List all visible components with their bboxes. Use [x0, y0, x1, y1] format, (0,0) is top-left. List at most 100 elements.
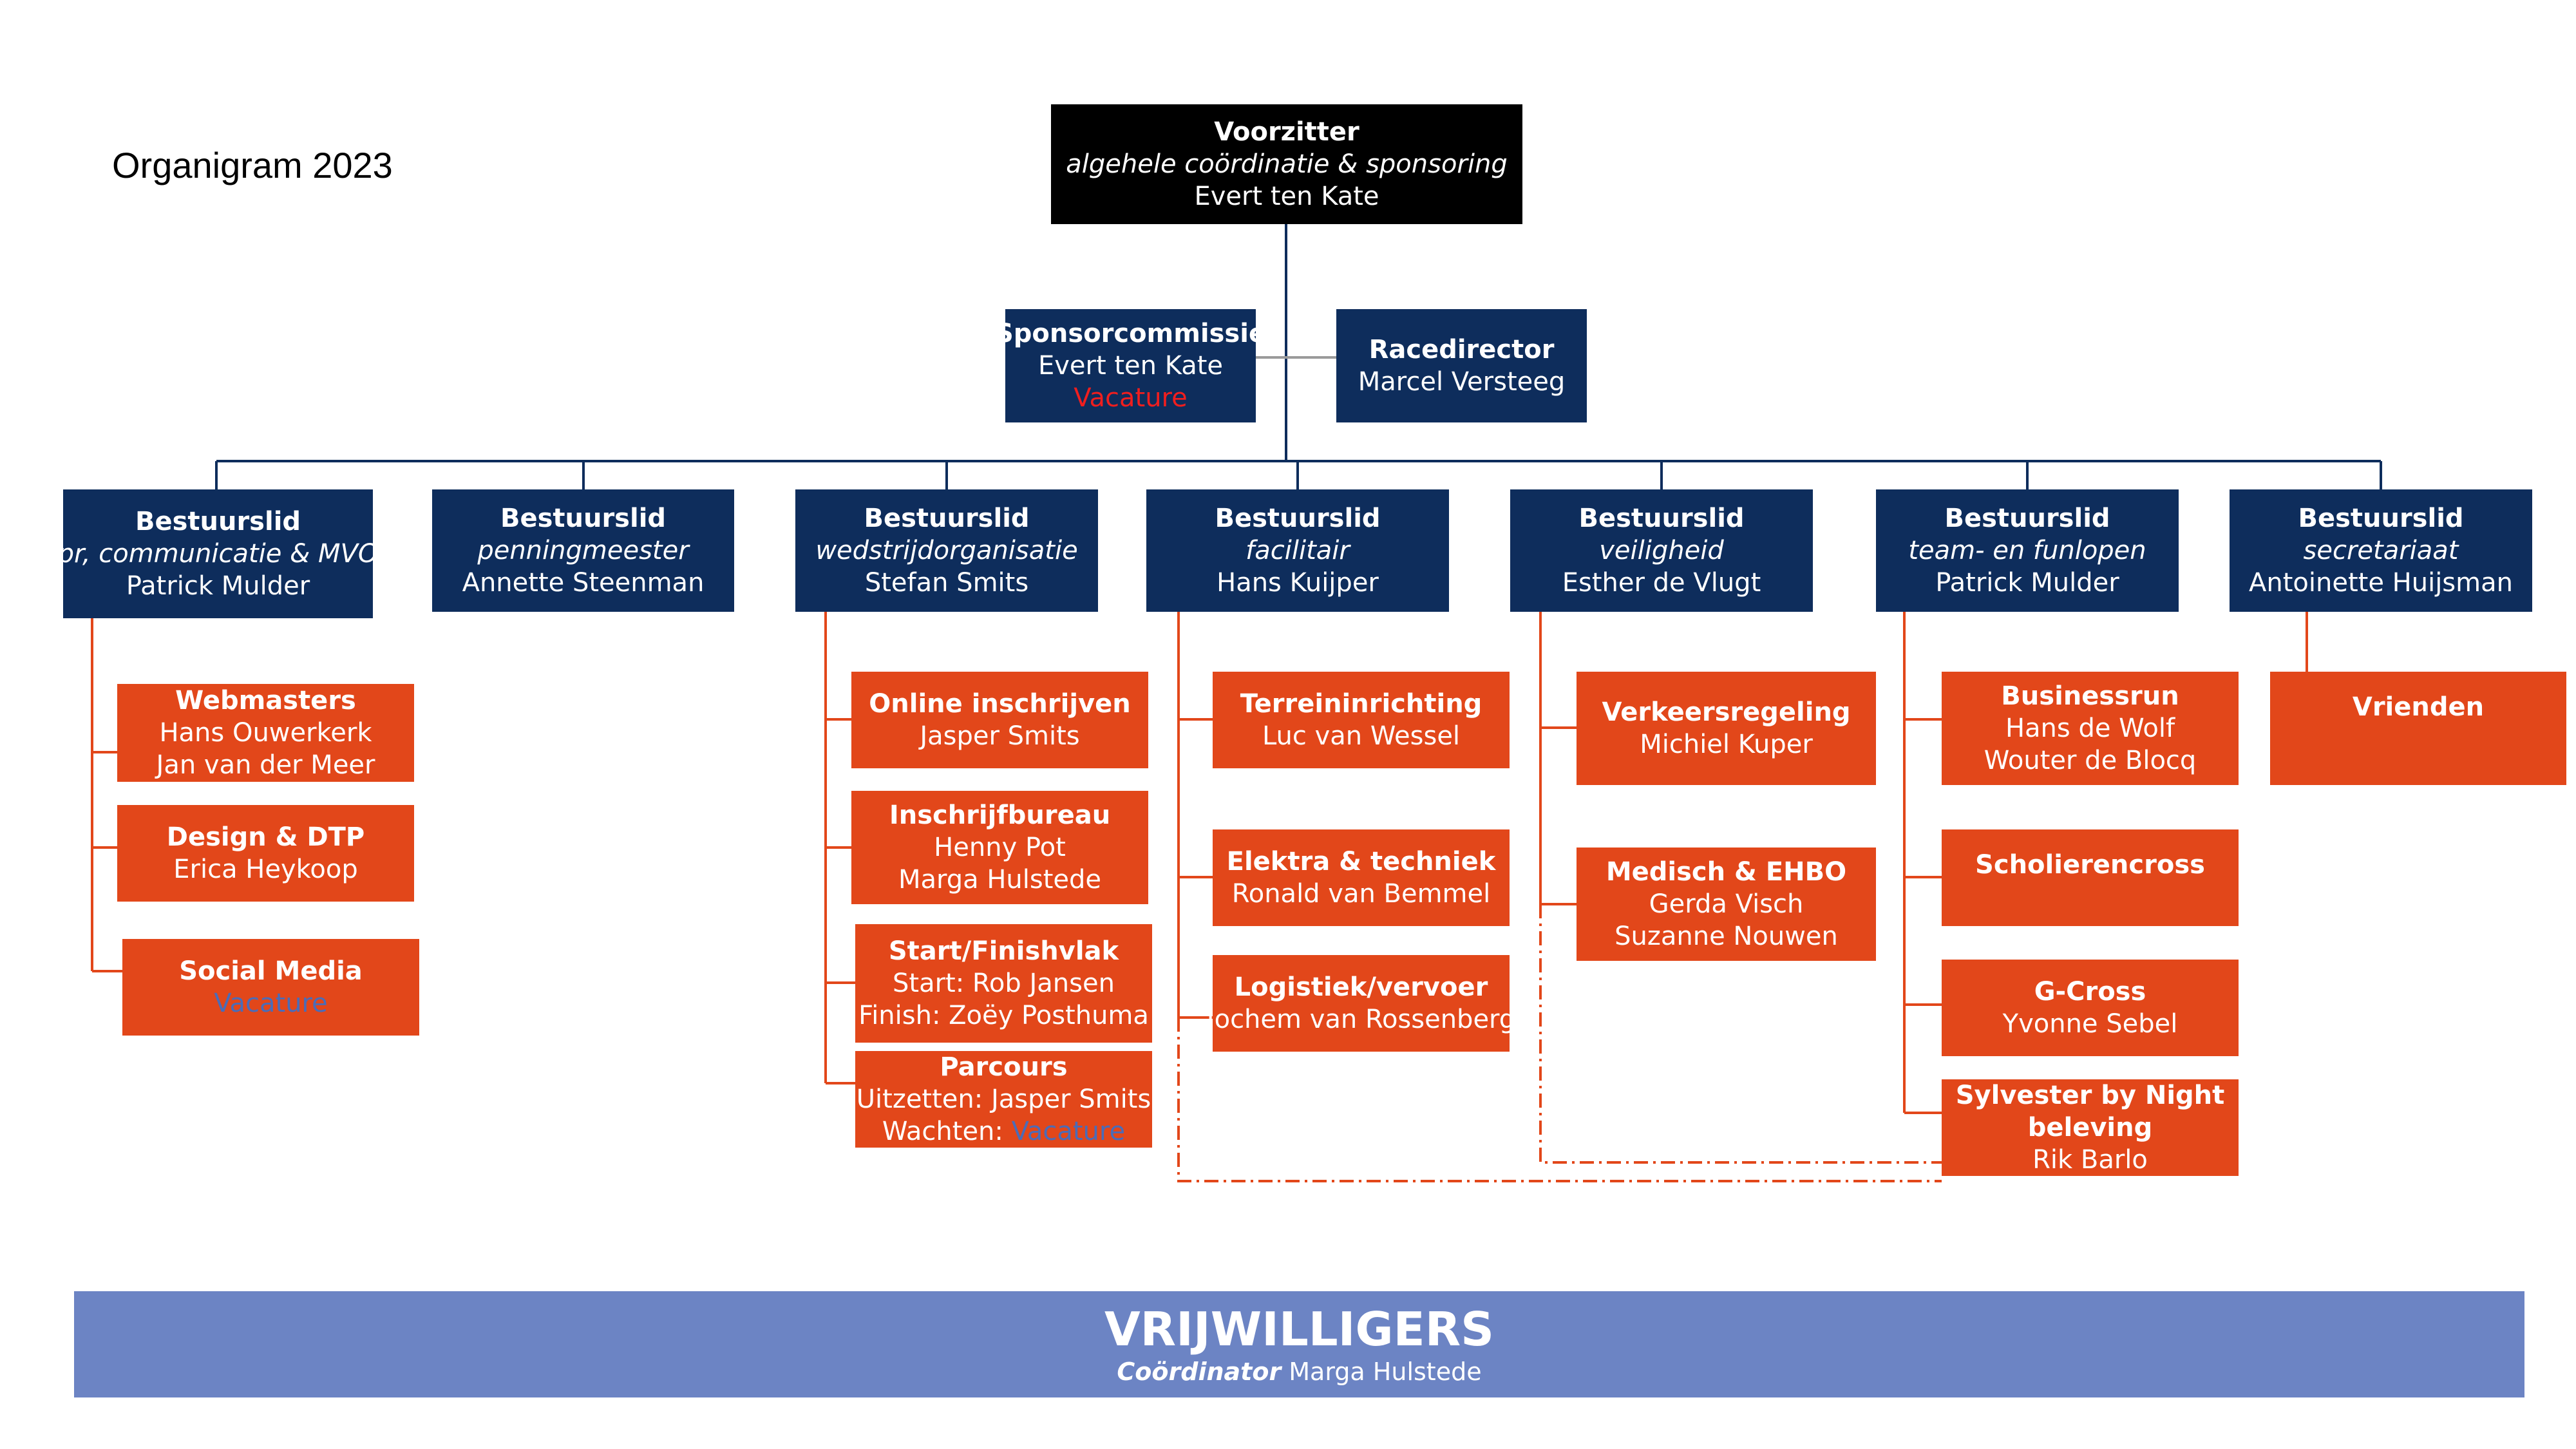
board-role: Bestuurslid	[2298, 504, 2464, 533]
team-member: Jasper Smits	[920, 721, 1080, 751]
team-member: Uitzetten: Jasper Smits	[856, 1084, 1151, 1114]
team-terreininrichting: Terreininrichting Luc van Wessel	[1213, 672, 1510, 768]
team-title: Businessrun	[2001, 681, 2179, 711]
team-title: Inschrijfbureau	[889, 800, 1111, 830]
board-name: Patrick Mulder	[126, 571, 310, 601]
team-title: Parcours	[940, 1052, 1068, 1082]
team-title: Terreininrichting	[1240, 689, 1482, 719]
team-verkeersregeling: Verkeersregeling Michiel Kuper	[1577, 672, 1876, 785]
team-title: Social Media	[179, 956, 363, 986]
board-name: Hans Kuijper	[1217, 568, 1379, 598]
board-role: Bestuurslid	[1215, 504, 1381, 533]
team-member: Jan van der Meer	[156, 750, 375, 780]
board-name: Patrick Mulder	[1935, 568, 2119, 598]
board-name: Stefan Smits	[864, 568, 1029, 598]
team-title: Medisch & EHBO	[1605, 857, 1847, 887]
team-title: Online inschrijven	[869, 689, 1131, 719]
team-member: Wouter de Blocq	[1984, 746, 2197, 775]
team-member: Finish: Zoëy Posthuma	[858, 1001, 1149, 1030]
team-medisch-ehbo: Medisch & EHBO Gerda Visch Suzanne Nouwe…	[1577, 848, 1876, 961]
team-inschrijfbureau: Inschrijfbureau Henny Pot Marga Hulstede	[851, 791, 1148, 904]
board-subtitle: team- en funlopen	[1908, 536, 2146, 565]
team-elektra-techniek: Elektra & techniek Ronald van Bemmel	[1213, 829, 1510, 926]
team-title: Scholierencross	[1975, 850, 2205, 880]
board-role: Bestuurslid	[1944, 504, 2110, 533]
chair-box: Voorzitter algehele coördinatie & sponso…	[1051, 104, 1522, 224]
team-online-inschrijven: Online inschrijven Jasper Smits	[851, 672, 1148, 768]
team-member: Luc van Wessel	[1262, 721, 1461, 751]
team-g-cross: G-Cross Yvonne Sebel	[1942, 960, 2239, 1056]
team-member: Erica Heykoop	[173, 855, 358, 884]
team-vacancy: Vacature	[1011, 1117, 1126, 1146]
sponsor-vacancy: Vacature	[1074, 383, 1188, 413]
team-member: Yvonne Sebel	[2002, 1009, 2178, 1039]
team-member: Michiel Kuper	[1640, 730, 1813, 759]
team-title: Verkeersregeling	[1602, 697, 1851, 727]
team-member: Ronald van Bemmel	[1231, 879, 1491, 909]
coordinator-name: Marga Hulstede	[1281, 1357, 1482, 1386]
team-member: Hans de Wolf	[2005, 714, 2175, 743]
team-member-prefix: Wachten:	[882, 1117, 1012, 1146]
team-businessrun: Businessrun Hans de Wolf Wouter de Blocq	[1942, 672, 2239, 785]
board-role: Bestuurslid	[500, 504, 667, 533]
team-vacancy: Vacature	[214, 989, 328, 1018]
team-webmasters: Webmasters Hans Ouwerkerk Jan van der Me…	[117, 684, 414, 782]
board-member-facilitair: Bestuurslid facilitair Hans Kuijper	[1146, 489, 1449, 612]
team-title: Logistiek/vervoer	[1234, 972, 1488, 1002]
team-parcours: Parcours Uitzetten: Jasper Smits Wachten…	[855, 1051, 1152, 1148]
board-subtitle: facilitair	[1245, 536, 1350, 565]
board-member-secretariaat: Bestuurslid secretariaat Antoinette Huij…	[2230, 489, 2532, 612]
board-role: Bestuurslid	[1578, 504, 1745, 533]
sponsor-name: Evert ten Kate	[1037, 351, 1224, 381]
board-subtitle: pr, communicatie & MVO	[57, 539, 379, 569]
board-member-penningmeester: Bestuurslid penningmeester Annette Steen…	[432, 489, 734, 612]
board-name: Annette Steenman	[462, 568, 705, 598]
chair-subtitle: algehele coördinatie & sponsoring	[1066, 149, 1508, 179]
team-title: G-Cross	[2034, 977, 2146, 1007]
team-social-media: Social Media Vacature	[122, 939, 419, 1036]
sponsor-role: Sponsorcommissie	[994, 319, 1267, 348]
coordinator-label: Coördinator	[1117, 1357, 1282, 1386]
chair-role: Voorzitter	[1214, 117, 1359, 147]
racedirector-box: Racedirector Marcel Versteeg	[1336, 309, 1587, 422]
team-member: Hans Ouwerkerk	[159, 718, 372, 748]
team-title: Vrienden	[2352, 692, 2485, 722]
team-vrienden: Vrienden	[2270, 672, 2566, 785]
page-title: Organigram 2023	[112, 145, 393, 185]
team-design-dtp: Design & DTP Erica Heykoop	[117, 805, 414, 902]
team-start-finishvlak: Start/Finishvlak Start: Rob Jansen Finis…	[855, 924, 1152, 1043]
team-sylvester-by-night: Sylvester by Night beleving Rik Barlo	[1942, 1079, 2239, 1176]
board-role: Bestuurslid	[135, 507, 301, 536]
team-logistiek-vervoer: Logistiek/vervoer Jochem van Rossenberg	[1207, 955, 1515, 1052]
team-member: Start: Rob Jansen	[893, 969, 1115, 998]
board-member-veiligheid: Bestuurslid veiligheid Esther de Vlugt	[1510, 489, 1813, 612]
team-title: Design & DTP	[166, 822, 365, 852]
race-name: Marcel Versteeg	[1358, 367, 1566, 397]
team-member: Jochem van Rossenberg	[1206, 1005, 1516, 1034]
board-name: Antoinette Huijsman	[2249, 568, 2513, 598]
board-subtitle: secretariaat	[2303, 536, 2459, 565]
race-role: Racedirector	[1368, 335, 1555, 365]
board-subtitle: penningmeester	[477, 536, 689, 565]
team-member: Marga Hulstede	[898, 865, 1102, 895]
team-member: Rik Barlo	[2032, 1145, 2148, 1175]
board-role: Bestuurslid	[864, 504, 1030, 533]
team-member: Suzanne Nouwen	[1615, 922, 1838, 951]
team-scholierencross: Scholierencross	[1942, 829, 2239, 926]
volunteers-banner: VRIJWILLIGERS Coördinator Marga Hulstede	[74, 1291, 2524, 1397]
team-member-line: Wachten: Vacature	[882, 1115, 1125, 1148]
team-title: Elektra & techniek	[1226, 847, 1496, 876]
sponsor-box: Sponsorcommissie Evert ten Kate Vacature	[995, 309, 1266, 422]
board-subtitle: wedstrijdorganisatie	[815, 536, 1078, 565]
team-member: Henny Pot	[934, 833, 1066, 862]
board-member-wedstrijd: Bestuurslid wedstrijdorganisatie Stefan …	[795, 489, 1098, 612]
team-title-line1: Sylvester by Night	[1955, 1081, 2225, 1110]
board-subtitle: veiligheid	[1599, 536, 1724, 565]
team-title: Start/Finishvlak	[888, 936, 1119, 966]
volunteers-title: VRIJWILLIGERS	[1104, 1302, 1495, 1356]
board-member-pr: Bestuurslid pr, communicatie & MVO Patri…	[58, 489, 378, 618]
team-title: Webmasters	[175, 686, 356, 715]
board-member-team-funlopen: Bestuurslid team- en funlopen Patrick Mu…	[1876, 489, 2179, 612]
team-title-line2: beleving	[2027, 1113, 2153, 1142]
